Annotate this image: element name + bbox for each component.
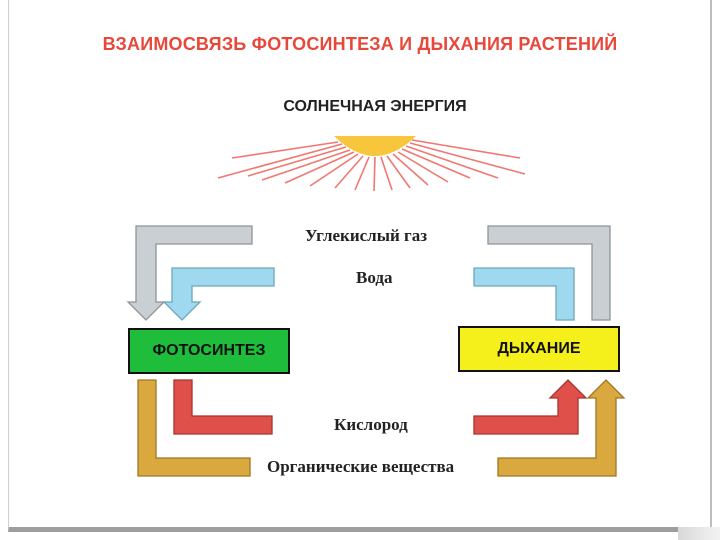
- water-arrow-to-photosynthesis: [162, 267, 275, 321]
- diagram-title: ВЗАИМОСВЯЗЬ ФОТОСИНТЕЗА И ДЫХАНИЯ РАСТЕН…: [102, 34, 618, 54]
- oxygen-line-from-photosynthesis: [173, 379, 273, 435]
- organic-line-from-photosynthesis: [137, 379, 251, 477]
- co2-line-from-respiration: [487, 225, 611, 321]
- respiration-label: ДЫХАНИЕ: [497, 340, 581, 357]
- water-line-from-respiration: [473, 267, 575, 321]
- co2-label: Углекислый газ: [305, 226, 428, 245]
- sun-shape: [334, 136, 416, 156]
- photosynthesis-label: ФОТОСИНТЕЗ: [152, 342, 266, 359]
- oxygen-arrow-to-respiration: [473, 379, 588, 435]
- organic-label: Органические вещества: [267, 457, 455, 476]
- organic-arrow-to-respiration: [497, 379, 626, 477]
- sun-label: СОЛНЕЧНАЯ ЭНЕРГИЯ: [283, 98, 467, 115]
- co2-arrow-to-photosynthesis: [126, 225, 253, 321]
- water-label: Вода: [356, 268, 393, 287]
- photosynthesis-box: ФОТОСИНТЕЗ: [128, 328, 290, 374]
- scroll-corner: [678, 527, 720, 540]
- oxygen-label: Кислород: [334, 415, 408, 434]
- respiration-box: ДЫХАНИЕ: [458, 326, 620, 372]
- sun-rays: [217, 139, 526, 192]
